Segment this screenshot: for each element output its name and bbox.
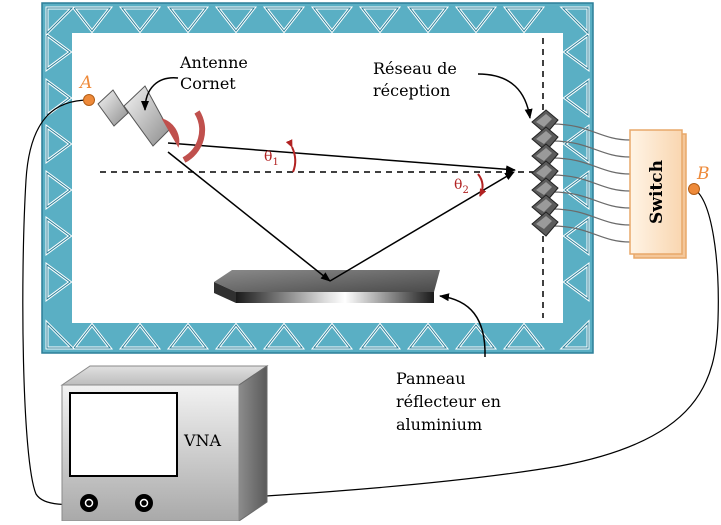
absorber-top-edge xyxy=(408,7,448,32)
absorber-top-edge xyxy=(120,7,160,32)
array-feed-cable xyxy=(551,208,631,226)
antenna-label-line1: Antenne xyxy=(179,53,248,72)
absorber-left-edge xyxy=(46,34,71,70)
absorber-right-edge xyxy=(564,34,589,70)
absorber-bottom-edge xyxy=(264,324,304,349)
port-a-marker xyxy=(83,94,95,106)
array-element-highlight xyxy=(536,114,552,127)
reflector-panel-side xyxy=(214,282,236,303)
panel-pointer xyxy=(439,293,486,358)
array-element-highlight xyxy=(536,216,552,229)
panel-label-line3: aluminium xyxy=(396,415,482,434)
array-element-highlight xyxy=(536,148,552,161)
absorber-bottom-edge xyxy=(360,324,400,349)
absorber-bottom-edge xyxy=(504,324,544,349)
incident-ray xyxy=(167,151,331,282)
panel-label-line1: Panneau xyxy=(396,369,466,388)
reflector-panel-top xyxy=(214,270,440,292)
theta2-arc xyxy=(477,173,487,197)
cable-b-to-vna xyxy=(144,188,719,504)
array-element-highlight xyxy=(536,131,552,144)
absorber-bottom-edge xyxy=(456,324,496,349)
absorber-top-edge xyxy=(72,7,112,32)
array-pointer xyxy=(477,73,533,119)
absorber-corner-edge xyxy=(561,321,589,349)
switch-label: Switch xyxy=(647,160,667,224)
absorber-corner-edge xyxy=(561,7,589,35)
port-a-label: A xyxy=(78,73,92,93)
absorber-left-edge xyxy=(46,172,71,208)
absorber-bottom-edge xyxy=(312,324,352,349)
switch-box xyxy=(629,129,683,255)
switch-box-icon: Switch xyxy=(629,129,687,259)
absorber-top-edge xyxy=(168,7,208,32)
vna-port-1 xyxy=(80,494,98,512)
radiation-lobe xyxy=(161,118,180,148)
port-b-marker xyxy=(688,183,700,195)
absorber-bottom-edge xyxy=(408,324,448,349)
vna-port-2 xyxy=(135,494,153,512)
absorber-left-edge xyxy=(46,218,71,254)
absorber-corner-edge xyxy=(46,7,74,35)
array-label-line1: Réseau de xyxy=(373,59,457,78)
absorber-right-edge xyxy=(564,126,589,162)
absorber-right-edge xyxy=(564,218,589,254)
absorber-left-edge xyxy=(46,264,71,300)
direct-ray xyxy=(167,142,516,174)
array-label-line2: réception xyxy=(373,81,450,100)
absorber-top-edge xyxy=(312,7,352,32)
vna-instrument-icon: VNA xyxy=(60,365,269,522)
cable-vna-to-a xyxy=(22,99,91,506)
array-element-highlight xyxy=(536,165,552,178)
absorber-right-edge xyxy=(564,172,589,208)
absorber-corner-edge xyxy=(46,321,74,349)
horn-waveguide xyxy=(97,89,129,127)
absorber-bottom-edge xyxy=(168,324,208,349)
absorber-top-edge xyxy=(456,7,496,32)
array-element-highlight xyxy=(536,199,552,212)
theta2-label: θ2 xyxy=(454,177,469,196)
absorber-bottom-edge xyxy=(120,324,160,349)
reflector-panel-front xyxy=(236,292,434,303)
vna-port-2-center xyxy=(139,498,149,508)
absorber-bottom-edge xyxy=(72,324,112,349)
array-feed-cable xyxy=(551,191,631,209)
array-element-highlight xyxy=(536,182,552,195)
radiation-wavefront xyxy=(182,110,206,163)
reflector-panel-icon xyxy=(214,270,440,303)
vna-top xyxy=(60,365,269,386)
array-feed-cable xyxy=(551,157,631,175)
absorber-top-edge xyxy=(264,7,304,32)
array-feed-cable xyxy=(551,140,631,158)
vna-port-1-center xyxy=(84,498,94,508)
absorber-pyramids xyxy=(45,6,590,350)
absorber-top-edge xyxy=(360,7,400,32)
receiver-array-icon xyxy=(531,109,631,243)
panel-label-line2: réflecteur en xyxy=(396,392,501,411)
vna-label: VNA xyxy=(183,431,222,450)
vna-screen xyxy=(69,392,178,477)
absorber-top-edge xyxy=(216,7,256,32)
antenna-label-line2: Cornet xyxy=(180,74,236,93)
array-feed-cable xyxy=(551,174,631,192)
port-b-label: B xyxy=(696,164,710,184)
horn-antenna-icon xyxy=(97,85,206,163)
vna-side xyxy=(238,365,268,522)
absorber-right-edge xyxy=(564,264,589,300)
absorber-left-edge xyxy=(46,126,71,162)
absorber-bottom-edge xyxy=(216,324,256,349)
absorber-right-edge xyxy=(564,80,589,116)
array-feed-cable xyxy=(551,225,631,243)
theta1-arc xyxy=(285,139,297,173)
array-feed-cable xyxy=(551,123,631,141)
theta1-label: θ1 xyxy=(264,149,279,168)
antenna-pointer xyxy=(141,77,179,111)
absorber-top-edge xyxy=(504,7,544,32)
